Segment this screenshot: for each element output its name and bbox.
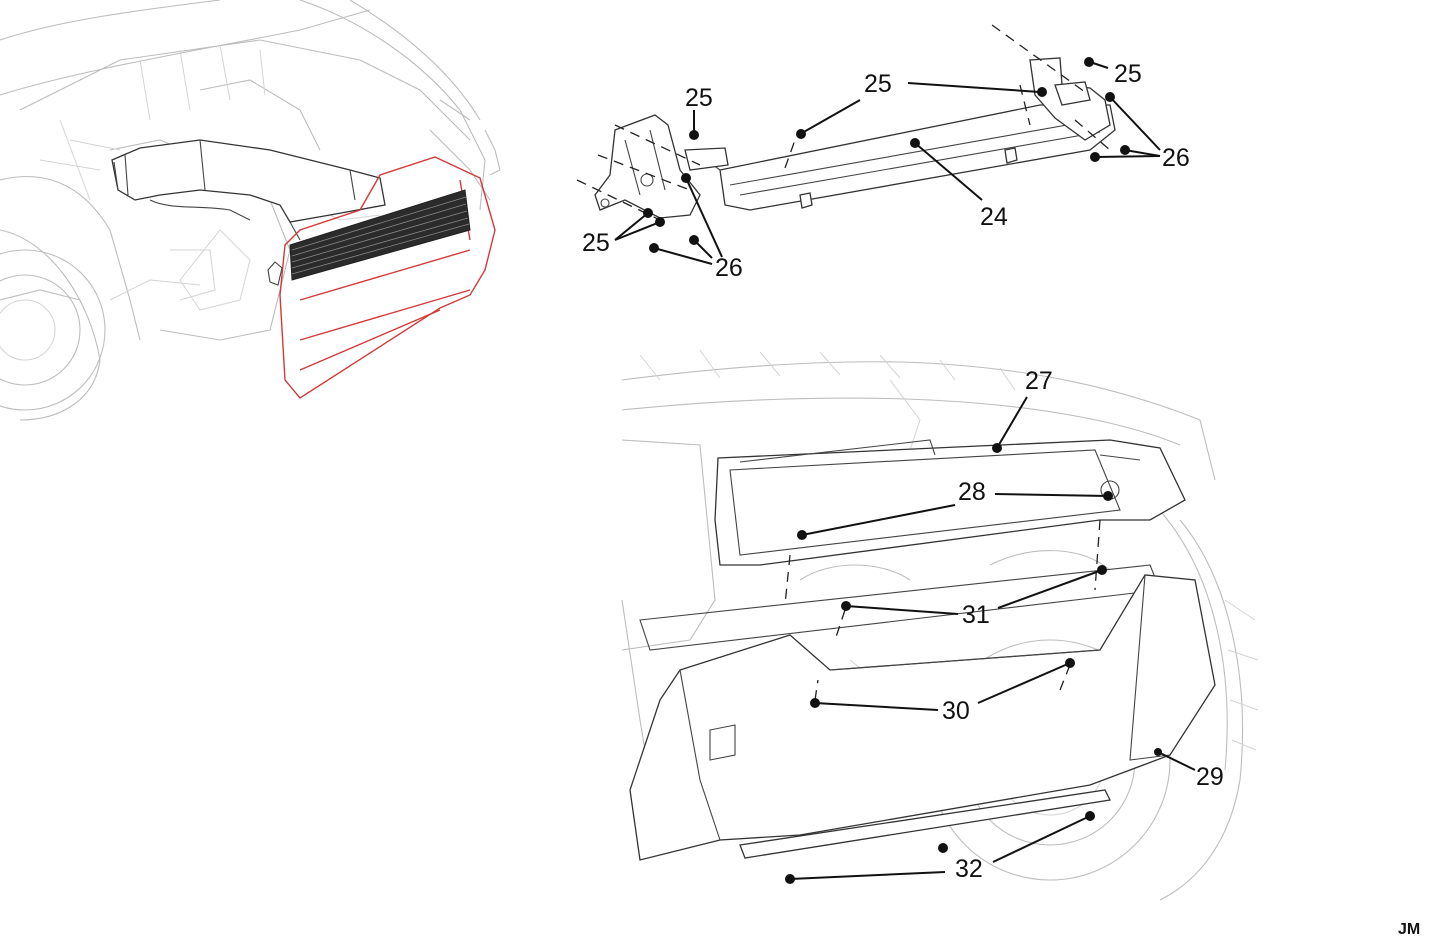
- callout-28: 28: [958, 478, 986, 506]
- fastener-dot: [649, 243, 659, 253]
- fastener-dot: [785, 874, 795, 884]
- callout-25: 25: [685, 84, 713, 112]
- fastener-dot: [643, 208, 653, 218]
- fastener-dot: [1085, 811, 1095, 821]
- fastener-dot: [797, 530, 807, 540]
- callout-27: 27: [1025, 367, 1053, 395]
- fastener-dot: [1105, 92, 1115, 102]
- callout-25: 25: [582, 229, 610, 257]
- callout-25: 25: [864, 70, 892, 98]
- callout-29: 29: [1196, 763, 1224, 791]
- fastener-dot: [1065, 658, 1075, 668]
- fastener-dot: [796, 129, 806, 139]
- fastener-dot: [689, 130, 699, 140]
- radiator-assembly-highlight: [267, 156, 496, 399]
- fastener-dot: [1037, 87, 1047, 97]
- fastener-dot: [938, 843, 948, 853]
- callout-leaders: [614, 57, 1196, 884]
- callout-31: 31: [962, 601, 990, 629]
- fastener-dot: [655, 217, 665, 227]
- callout-30: 30: [942, 697, 970, 725]
- fastener-dot: [810, 698, 820, 708]
- fastener-dot: [689, 235, 699, 245]
- crossmember-beam: [719, 104, 1116, 211]
- upper-shroud-cover: [714, 439, 1186, 566]
- crossmember-view: [576, 24, 1116, 221]
- left-mount-bracket: [594, 114, 701, 219]
- fastener-dot: [841, 601, 851, 611]
- callout-labels: 25 25 25 26 24 25 26 27 28 31 30 29 32 J…: [582, 60, 1420, 938]
- fastener-dot: [1097, 565, 1107, 575]
- author-initials: JM: [1398, 921, 1420, 938]
- callout-26: 26: [1162, 144, 1190, 172]
- callout-26: 26: [715, 254, 743, 282]
- fastener-dot: [1084, 57, 1094, 67]
- callout-24: 24: [980, 203, 1008, 231]
- vehicle-overview-view: [0, 0, 501, 421]
- air-intake-duct: [111, 139, 386, 241]
- fastener-dot: [1120, 145, 1130, 155]
- fastener-dot: [910, 138, 920, 148]
- callout-32: 32: [955, 855, 983, 883]
- fastener-dot: [1154, 748, 1162, 756]
- fastener-dot: [1090, 152, 1100, 162]
- fastener-dot: [681, 173, 691, 183]
- callout-25: 25: [1114, 60, 1142, 88]
- fastener-dot: [992, 443, 1002, 453]
- radiator-duct-view: [621, 349, 1259, 901]
- fastener-dot: [1103, 491, 1113, 501]
